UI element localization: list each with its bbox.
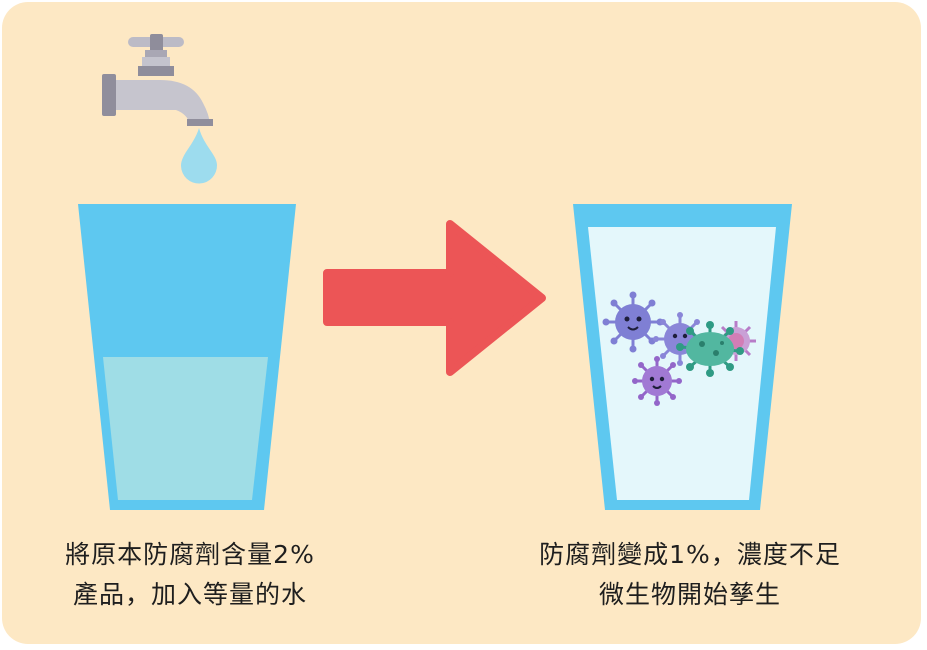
caption-left: 將原本防腐劑含量2% 產品，加入等量的水	[40, 535, 340, 615]
caption-left-line1: 將原本防腐劑含量2%	[65, 540, 315, 569]
right-arrow-icon	[323, 220, 546, 376]
caption-right: 防腐劑變成1%，濃度不足 微生物開始孳生	[520, 535, 860, 615]
microbes-group	[602, 291, 756, 406]
left-water	[103, 357, 268, 500]
virus-icon	[602, 291, 664, 353]
caption-right-line1: 防腐劑變成1%，濃度不足	[539, 540, 841, 569]
virus-icon	[632, 356, 682, 406]
faucet-icon	[102, 34, 213, 126]
caption-left-line2: 產品，加入等量的水	[72, 580, 307, 609]
bacteria-icon	[676, 321, 744, 377]
right-cup	[573, 204, 792, 510]
left-cup	[78, 204, 296, 510]
droplet-icon	[181, 128, 218, 184]
caption-right-line2: 微生物開始孳生	[598, 580, 781, 609]
